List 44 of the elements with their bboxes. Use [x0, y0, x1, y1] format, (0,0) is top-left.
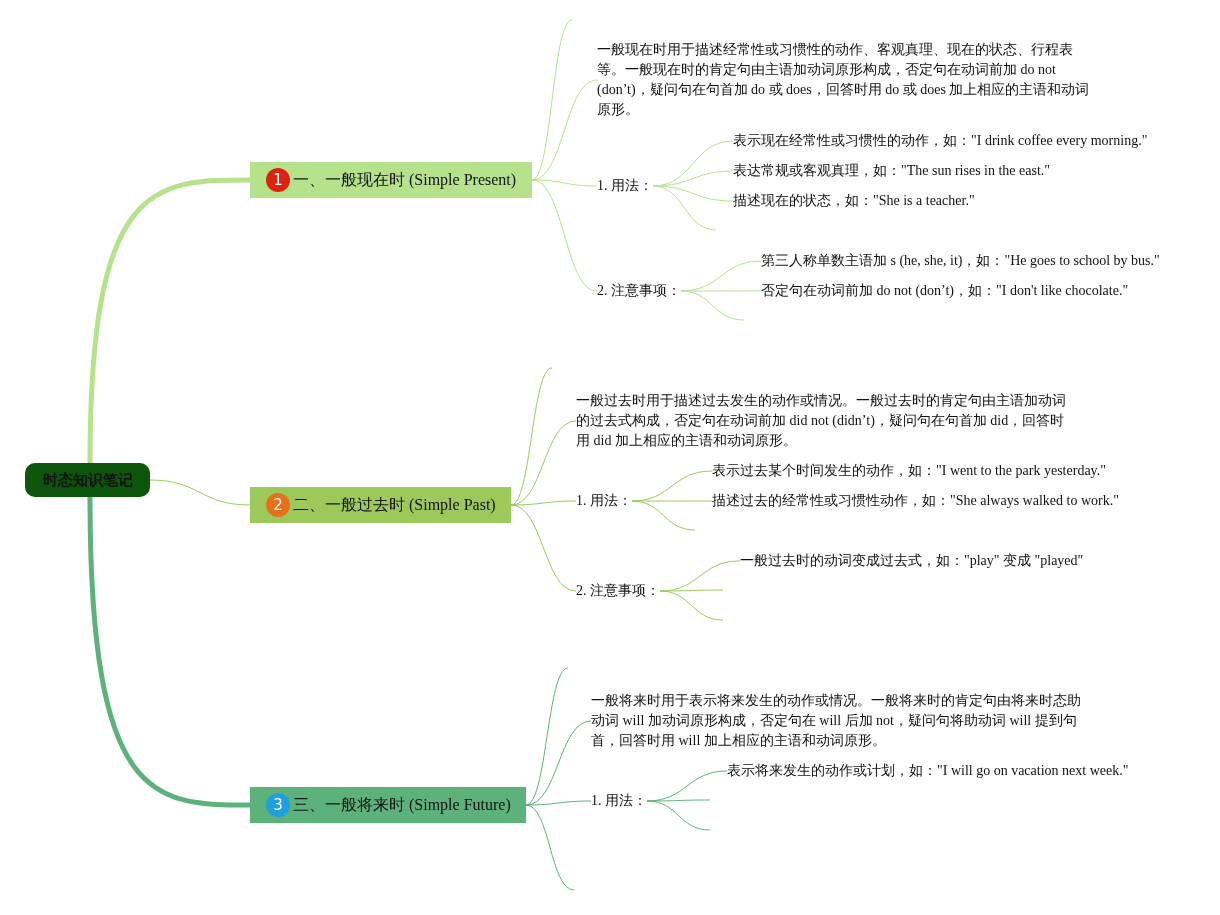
- branch-text: 描述现在的状态，如："She is a teacher.": [733, 191, 975, 211]
- paragraph: 一般过去时用于描述过去发生的动作或情况。一般过去时的肯定句由主语加动词的过去式构成，否定句在动词前加 did not (didn’t)，疑问句在句首加 did，回答时用 did 加上相应的主语和动词原形。: [576, 391, 1072, 451]
- branch-line: [680, 290, 745, 321]
- branch-line: [631, 500, 696, 531]
- branch-text: 1. 用法：: [597, 176, 653, 196]
- topic-label: 三、一般将来时 (Simple Future): [293, 794, 511, 816]
- branch-line: [531, 179, 598, 292]
- branch-text: 2. 注意事项：: [597, 281, 681, 301]
- branch-line: [652, 185, 734, 202]
- branch-line: [646, 800, 711, 831]
- branch-line: [87, 177, 250, 464]
- central-topic-box: 时态知识笔记: [25, 463, 150, 497]
- branch-text: 1. 用法：: [576, 491, 632, 511]
- topic-box: [250, 487, 511, 523]
- number-badge: 3: [266, 793, 290, 817]
- branch-text: 表达常规或客观真理，如："The sun rises in the east.": [733, 161, 1051, 181]
- branch-text: 1. 用法：: [591, 791, 647, 811]
- branch-text: 表示过去某个时间发生的动作，如："I went to the park yesterday.": [712, 461, 1106, 481]
- topic-label: 二、一般过去时 (Simple Past): [293, 494, 496, 516]
- branch-text: 2. 注意事项：: [576, 581, 660, 601]
- branch-text: 表示现在经常性或习惯性的动作，如："I drink coffee every morning.": [733, 131, 1148, 151]
- branch-text: 一般过去时的动词变成过去式，如："play" 变成 "played": [740, 551, 1084, 571]
- branch-line: [149, 479, 251, 506]
- topic-box: [250, 162, 532, 198]
- branch-line: [510, 504, 577, 592]
- branch-line: [87, 496, 250, 808]
- branch-line: [531, 179, 598, 187]
- branch-line: [531, 19, 573, 181]
- topic-box: [250, 787, 526, 823]
- branch-text: 否定句在动词前加 do not (don’t)，如："I don't like chocolate.": [761, 281, 1129, 301]
- branch-text: 第三人称单数主语加 s (he, she, it)，如："He goes to school by bus.": [761, 251, 1160, 271]
- paragraph: 一般现在时用于描述经常性或习惯性的动作、客观真理、现在的状态、行程表等。一般现在时的肯定句由主语加动词原形构成，否定句在动词前加 do not (don’t)，疑问句在句首加 do 或 does，回答时用 do 或 does 加上相应的主语和动词原形。: [597, 40, 1093, 120]
- branch-line: [652, 185, 717, 231]
- branch-line: [510, 500, 577, 506]
- branch-line: [659, 590, 724, 621]
- topic-label: 一、一般现在时 (Simple Present): [293, 169, 517, 191]
- branch-text: 表示将来发生的动作或计划，如："I will go on vacation next week.": [727, 761, 1129, 781]
- number-badge: 2: [266, 493, 290, 517]
- number-badge: 1: [266, 168, 290, 192]
- branch-line: [525, 804, 575, 891]
- paragraph: 一般将来时用于表示将来发生的动作或情况。一般将来时的肯定句由将来时态助动词 will 加动词原形构成，否定句在 will 后加 not，疑问句将助动词 will 提到句首，回答时用 will 加上相应的主语和动词原形。: [591, 691, 1087, 751]
- branch-text: 描述过去的经常性或习惯性动作，如："She always walked to work.": [712, 491, 1119, 511]
- branch-line: [525, 667, 569, 806]
- branch-line: [510, 367, 553, 506]
